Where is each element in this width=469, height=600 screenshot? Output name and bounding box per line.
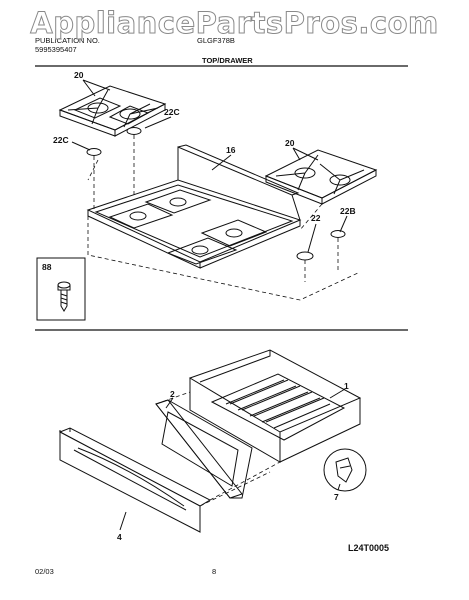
grate-icon bbox=[264, 149, 378, 205]
glide-clip-icon bbox=[323, 448, 367, 492]
leader-lines bbox=[71, 79, 348, 531]
screw-icon bbox=[57, 281, 71, 312]
section-title: TOP/DRAWER bbox=[202, 56, 253, 65]
publication-number: 5995395407 bbox=[35, 45, 77, 54]
watermark: AppliancePartsPros.com bbox=[30, 6, 439, 41]
callout-4: 4 bbox=[117, 532, 122, 542]
burner-cap-icon bbox=[330, 230, 346, 238]
cooktop-icon bbox=[86, 144, 302, 269]
callout-22c: 22C bbox=[53, 135, 69, 145]
callout-16: 16 bbox=[226, 145, 236, 155]
part-88-box bbox=[36, 257, 86, 321]
callout-20: 20 bbox=[285, 138, 295, 148]
callout-1: 1 bbox=[344, 381, 349, 391]
publication-label: PUBLICATION NO. bbox=[35, 36, 100, 45]
callout-88: 88 bbox=[42, 262, 52, 272]
callout-20: 20 bbox=[74, 70, 84, 80]
diagram-code: L24T0005 bbox=[348, 543, 390, 553]
burner-cap-icon bbox=[86, 148, 102, 156]
drawer-icon bbox=[188, 349, 362, 463]
page-number: 8 bbox=[212, 567, 217, 576]
callout-22c: 22C bbox=[164, 107, 180, 117]
callout-22: 22 bbox=[311, 213, 321, 223]
burner-cap-icon bbox=[296, 251, 314, 261]
callout-2: 2 bbox=[170, 389, 175, 399]
callout-7: 7 bbox=[334, 492, 339, 502]
model-number: GLGF378B bbox=[197, 36, 235, 45]
revision-date: 02/03 bbox=[35, 567, 54, 576]
callout-22b: 22B bbox=[340, 206, 356, 216]
burner-cap-icon bbox=[126, 127, 142, 135]
grate-icon bbox=[58, 85, 167, 137]
